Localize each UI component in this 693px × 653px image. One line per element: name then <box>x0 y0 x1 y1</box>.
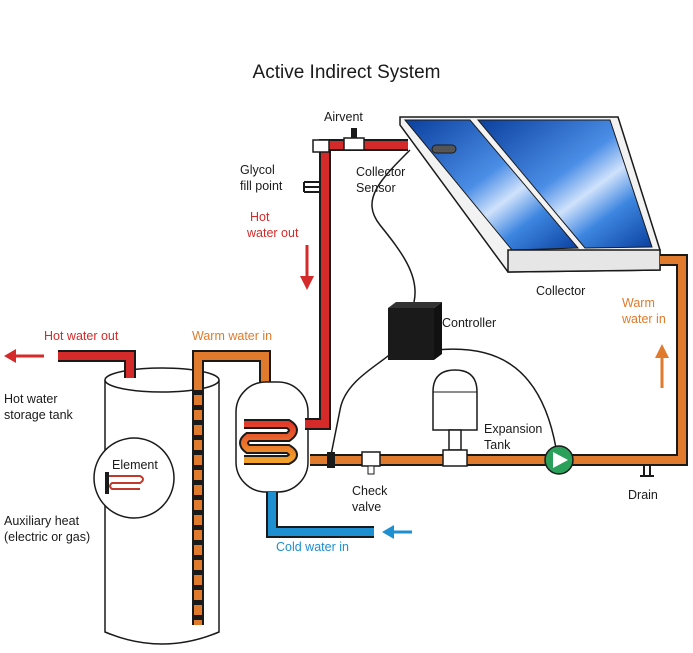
warm-water-up-arrow <box>655 344 669 388</box>
cold-water-in-arrow <box>382 525 412 539</box>
hot-water-out-collector-pipe <box>305 139 408 430</box>
glycol-label-1: Glycol <box>240 163 275 177</box>
drain <box>640 466 654 477</box>
hot-water-out-left-label: Hot water out <box>44 329 119 343</box>
glycol-label-2: fill point <box>240 179 283 193</box>
storage-tank-label-1: Hot water <box>4 392 58 406</box>
check-valve-label-2: valve <box>352 500 382 514</box>
glycol-fill-point <box>303 181 320 193</box>
aux-heat-label-2: (electric or gas) <box>4 530 91 544</box>
controller <box>388 302 442 360</box>
pump-control-wire <box>435 348 557 449</box>
element-label: Element <box>112 458 158 472</box>
airvent <box>312 128 365 153</box>
warm-water-in-pipe <box>192 350 271 625</box>
warm-water-in-right-label-2: water in <box>622 312 666 326</box>
collector-sensor-label-1: Collector <box>356 165 406 179</box>
heating-element <box>93 437 175 519</box>
collector-sensor-label-2: Sensor <box>356 181 396 195</box>
storage-tank-label-2: storage tank <box>4 408 73 422</box>
warm-water-loop-pipe <box>310 254 688 466</box>
check-valve <box>327 451 381 475</box>
expansion-tank-label-1: Expansion <box>484 422 543 436</box>
warm-water-in-right-label-1: Warm <box>622 296 655 310</box>
drain-label: Drain <box>628 488 658 502</box>
airvent-label: Airvent <box>324 110 363 124</box>
check-valve-label-1: Check <box>352 484 388 498</box>
collector-sensor-wire <box>371 149 416 303</box>
hot-water-down-arrow <box>300 245 314 290</box>
cold-water-in-pipe <box>266 492 374 538</box>
solar-collector <box>399 116 661 273</box>
hot-water-out-pipe <box>58 350 136 378</box>
hot-water-out-label-2: water out <box>247 226 299 240</box>
hot-water-out-left-arrow <box>4 349 44 363</box>
cold-water-in-label: Cold water in <box>276 540 349 554</box>
pump <box>544 445 574 475</box>
collector-label: Collector <box>536 284 586 298</box>
heat-exchanger <box>235 381 309 493</box>
expansion-tank-label-2: Tank <box>484 438 511 452</box>
controller-label: Controller <box>442 316 497 330</box>
warm-water-in-top-label: Warm water in <box>192 329 273 343</box>
diagram-title: Active Indirect System <box>252 62 441 83</box>
hot-water-out-label-1: Hot <box>250 210 270 224</box>
tank-sensor-wire <box>329 349 396 461</box>
expansion-tank <box>432 369 478 467</box>
aux-heat-label-1: Auxiliary heat <box>4 514 80 528</box>
